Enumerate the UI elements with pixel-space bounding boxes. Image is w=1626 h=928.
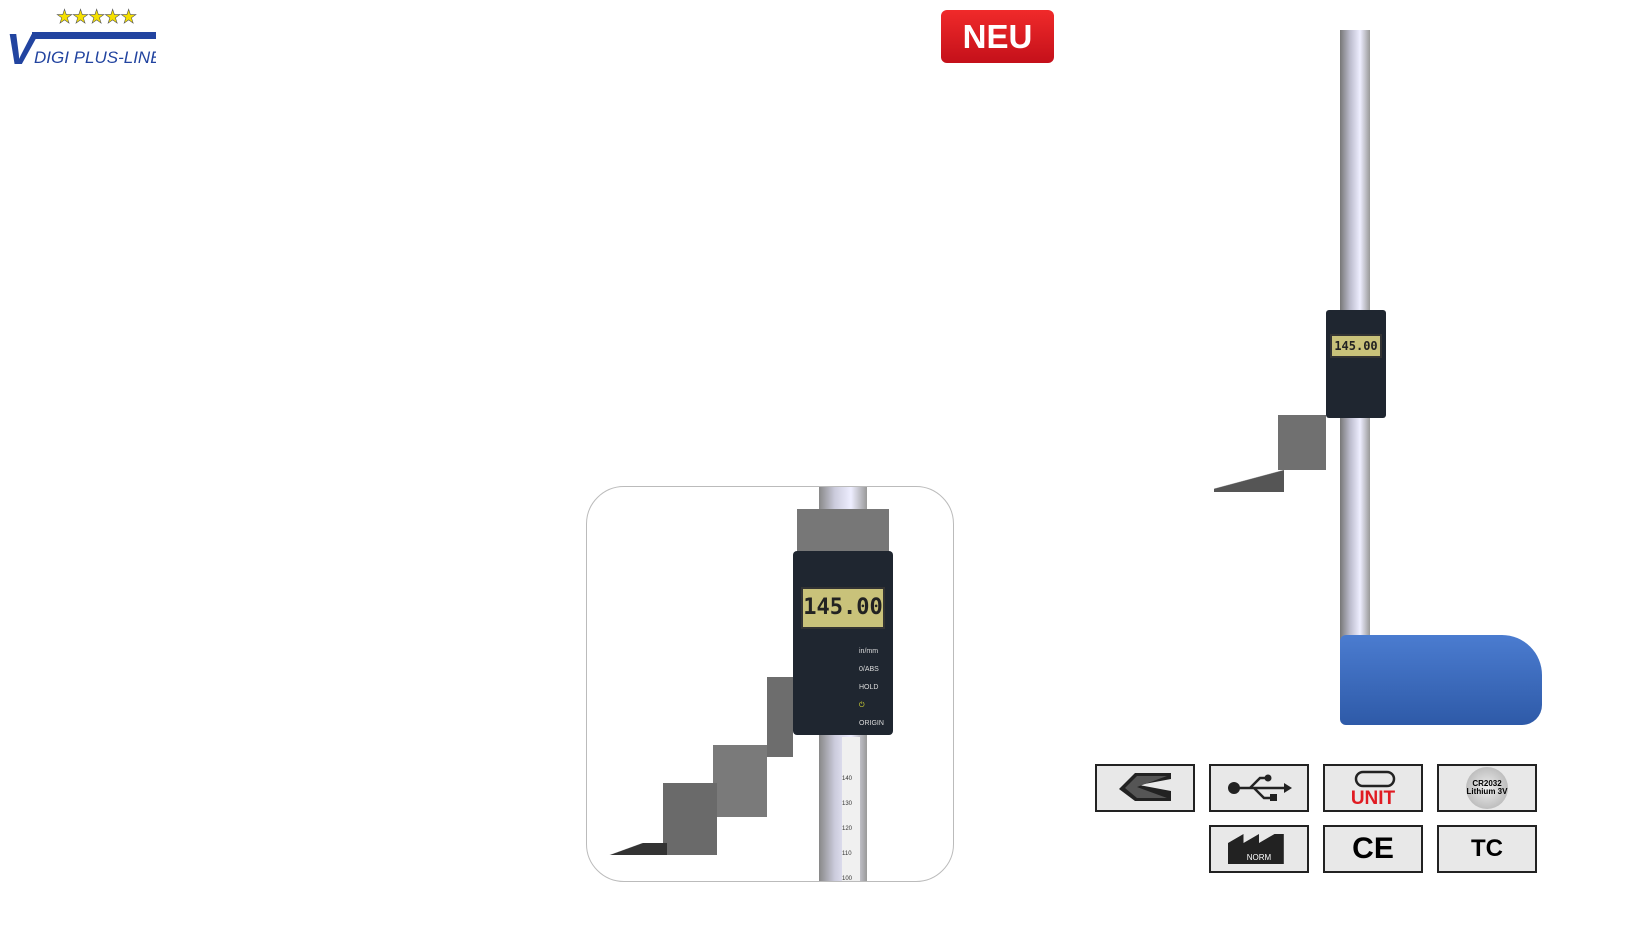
display-unit: 145.00 in/mm 0/ABS HOLD ⏻ ORIGIN bbox=[793, 551, 893, 735]
gauge-base bbox=[1340, 635, 1542, 725]
hold-button: HOLD bbox=[859, 684, 879, 691]
norm-feature-icon: NORM bbox=[1209, 825, 1309, 873]
unit-feature-icon: UNIT bbox=[1323, 764, 1423, 812]
inmm-button: in/mm bbox=[859, 648, 879, 655]
unit-label: UNIT bbox=[1350, 787, 1396, 809]
display-closeup-image: 140 130 120 110 100 145.00 in/mm 0/ABS H… bbox=[586, 486, 954, 882]
gauge-lcd: 145.00 bbox=[1330, 334, 1382, 358]
lcd-display: 145.00 bbox=[801, 587, 885, 629]
power-button: ⏻ bbox=[859, 702, 865, 709]
slider-top bbox=[797, 509, 889, 553]
brand-logo: ★★★★★ V DIGI PLUS-LINE bbox=[4, 4, 156, 76]
scale-label: 100 bbox=[842, 876, 853, 882]
logo-bar bbox=[32, 32, 156, 39]
case-feature-icon bbox=[1095, 764, 1195, 812]
scale-label: 120 bbox=[842, 826, 853, 832]
tc-feature-icon: TC bbox=[1437, 825, 1537, 873]
scale-label: 140 bbox=[842, 776, 853, 782]
battery-label: CR2032 Lithium 3V bbox=[1466, 767, 1508, 809]
ce-feature-icon: CE bbox=[1323, 825, 1423, 873]
scale-label: 130 bbox=[842, 801, 853, 807]
scale-label: 110 bbox=[842, 851, 852, 857]
gauge-scriber bbox=[1278, 415, 1326, 470]
scriber-clamp bbox=[713, 745, 767, 817]
norm-label: NORM bbox=[1228, 834, 1284, 864]
scriber-arm bbox=[767, 677, 793, 757]
new-badge: NEU bbox=[941, 10, 1054, 63]
origin-button: ORIGIN bbox=[859, 720, 884, 727]
battery-feature-icon: CR2032 Lithium 3V bbox=[1437, 764, 1537, 812]
zero-abs-button: 0/ABS bbox=[859, 666, 879, 673]
rating-stars: ★★★★★ bbox=[56, 7, 138, 29]
usb-feature-icon bbox=[1209, 764, 1309, 812]
scale: 140 130 120 110 100 bbox=[842, 737, 860, 882]
gauge-display-unit: 145.00 bbox=[1326, 310, 1386, 418]
logo-text: DIGI PLUS-LINE bbox=[34, 48, 156, 67]
scriber-block bbox=[663, 783, 717, 855]
scriber-tip bbox=[603, 843, 667, 855]
logo-v-mark: V bbox=[6, 25, 36, 74]
gauge-scriber-tip bbox=[1214, 470, 1284, 492]
